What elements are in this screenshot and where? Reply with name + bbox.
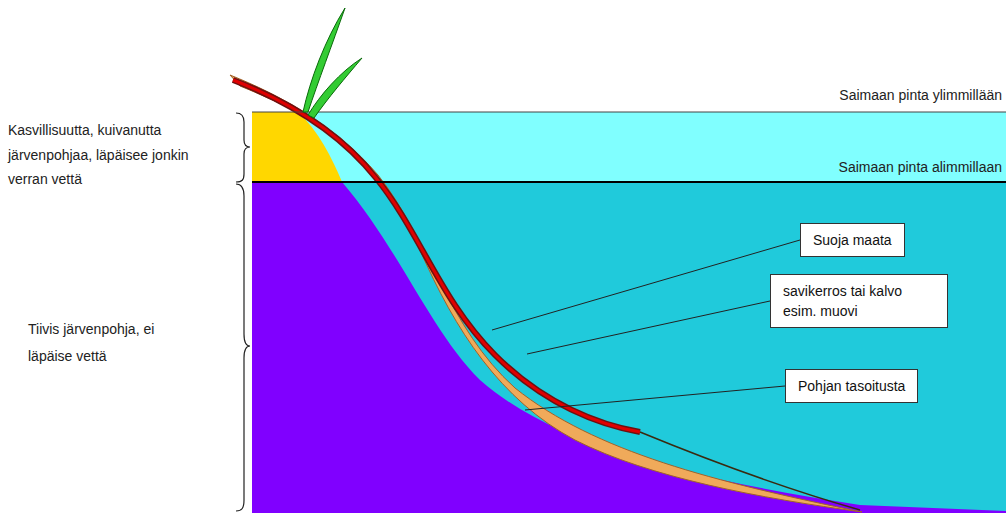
callout-box: savikerros tai kalvo esim. muovi [770, 274, 948, 329]
dense-lakebed [252, 182, 1006, 513]
callout-text: savikerros tai kalvo esim. muovi [783, 281, 935, 322]
water-level-label: Saimaan pinta alimmillaan [839, 158, 1002, 178]
leader-line [492, 240, 800, 330]
leader-line [525, 386, 785, 410]
zone-label: Tiivis järvenpohja, ei läpäise vettä [28, 316, 193, 371]
fill-layers [230, 75, 862, 512]
water-high-zone [252, 112, 1006, 182]
callout-text: Pohjan tasoitusta [798, 376, 905, 396]
bracket [236, 113, 250, 182]
bracket [236, 184, 250, 511]
leader-line [527, 301, 770, 354]
water-level-label: Saimaan pinta ylimmillään [839, 86, 1002, 106]
dried-lakebed [252, 112, 342, 182]
clay-layer-outline [233, 80, 640, 432]
low-water-line [252, 181, 1006, 183]
callout-text: Suoja maata [813, 230, 892, 250]
water-low-zone [252, 182, 1006, 513]
callout-box: Pohjan tasoitusta [785, 369, 918, 403]
high-water-line [252, 112, 1006, 113]
clay-layer [233, 80, 640, 432]
plant-leaf [308, 58, 362, 118]
callout-box: Suoja maata [800, 223, 905, 257]
zone-label: Kasvillisuutta, kuivanutta järvenpohjaa,… [8, 118, 208, 192]
clay-layer-end [640, 432, 860, 510]
